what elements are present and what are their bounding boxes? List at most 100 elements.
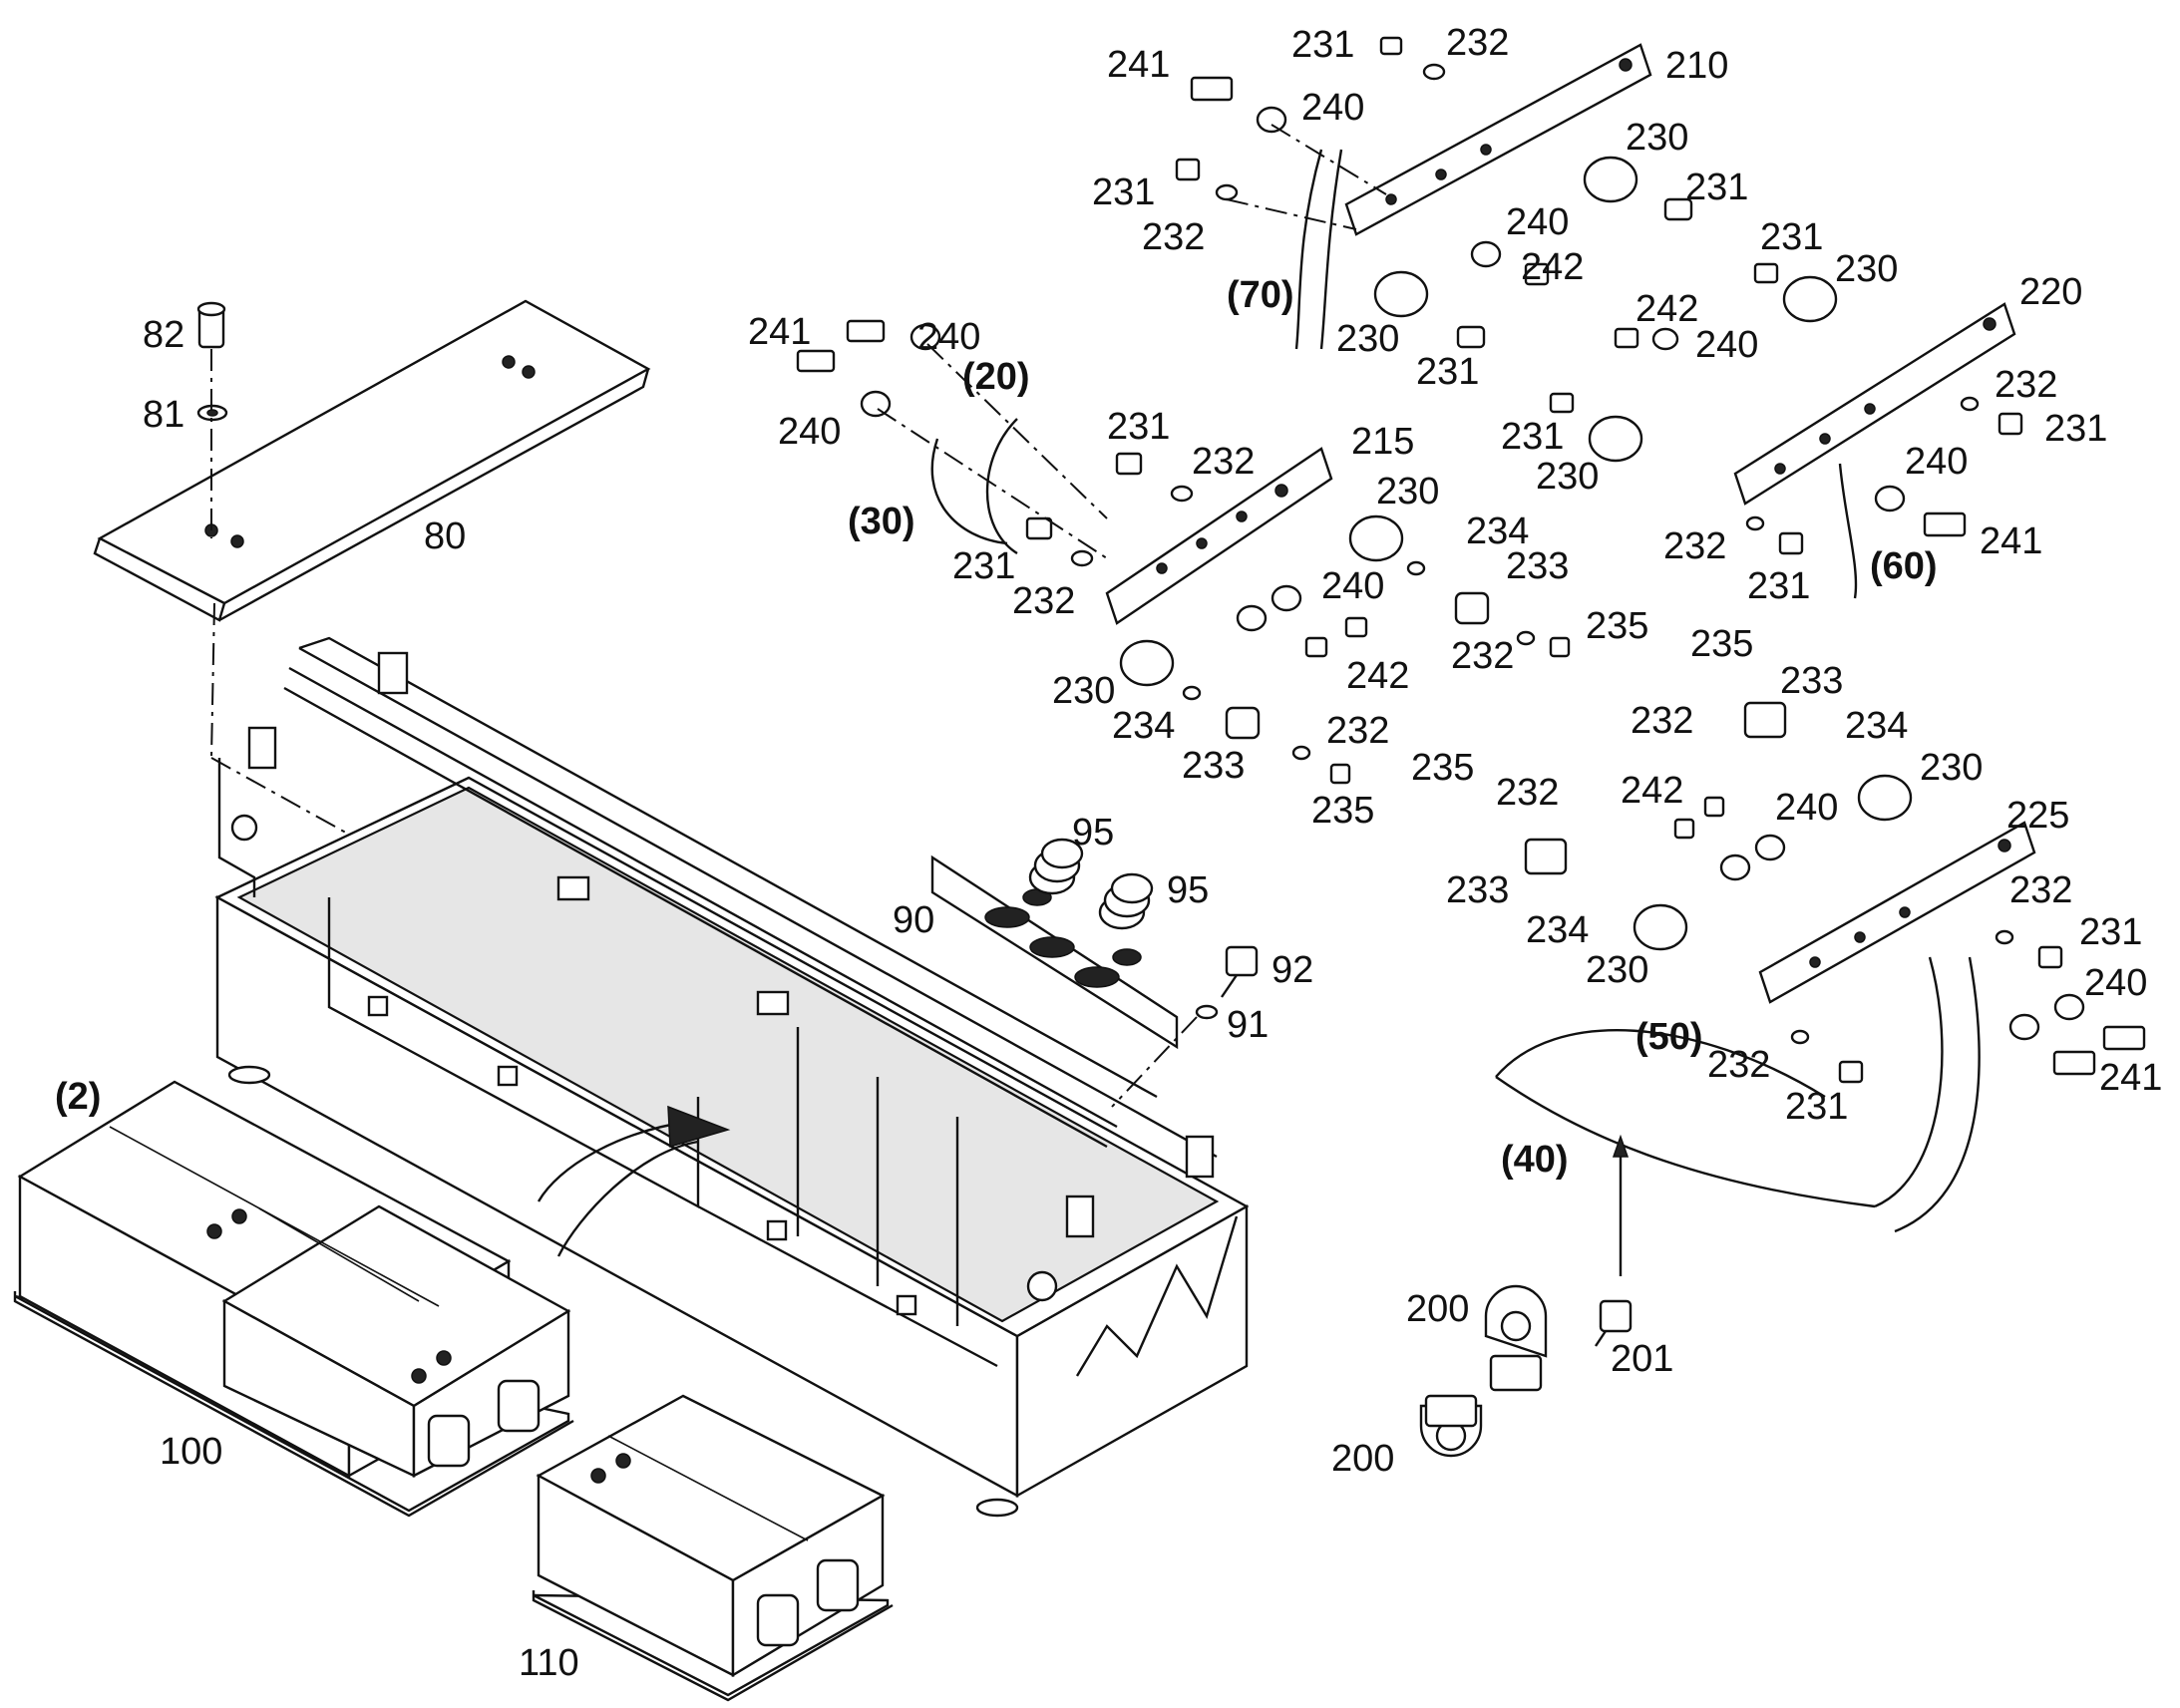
label-233-d: 233 (1446, 869, 1509, 911)
label-235-c: 235 (1690, 623, 1753, 665)
cable-40 (1874, 956, 1944, 1208)
bus-bar-215 (1105, 447, 1333, 625)
label-95-b: 95 (1167, 869, 1209, 911)
label-215: 215 (1351, 421, 1414, 463)
clamp-200-upper (1484, 1284, 1548, 1392)
label-235-d: 235 (1411, 747, 1474, 789)
label-241-e: 241 (2099, 1057, 2162, 1099)
label-232-e: 232 (1446, 22, 1509, 64)
label-232-h: 232 (1663, 525, 1726, 567)
label-232-c: 232 (1451, 635, 1514, 677)
label-241-a: 241 (748, 311, 811, 353)
label-cable-60: (60) (1870, 545, 1938, 587)
label-240-h: 240 (1775, 787, 1838, 829)
battery-set-100 (13, 1080, 574, 1518)
label-231-k: 231 (2079, 911, 2142, 953)
label-232-f: 232 (1142, 216, 1205, 258)
label-240-d: 240 (1301, 87, 1364, 129)
grommet-95-a (1028, 838, 1084, 895)
label-231-f: 231 (1416, 351, 1479, 393)
label-232-i: 232 (1631, 700, 1693, 742)
label-230-h: 230 (1586, 949, 1648, 991)
label-225: 225 (2006, 795, 2069, 837)
plate-90 (930, 854, 1179, 1050)
label-cable-50: (50) (1635, 1016, 1703, 1058)
label-200-a: 200 (1406, 1288, 1469, 1330)
screw-82 (196, 301, 226, 349)
label-231-g: 231 (1760, 216, 1823, 258)
label-240-e: 240 (1506, 201, 1569, 243)
label-230-d: 230 (1336, 318, 1399, 360)
label-230-c: 230 (1626, 117, 1688, 159)
label-201: 201 (1611, 1338, 1673, 1380)
part-labels: 82 81 80 (2) 100 110 90 95 95 92 91 241 … (55, 22, 2162, 1684)
label-234-b: 234 (1112, 705, 1175, 747)
label-241-c: 241 (1107, 44, 1170, 86)
label-100: 100 (160, 1431, 222, 1473)
label-231-b: 231 (952, 545, 1015, 587)
label-220: 220 (2019, 271, 2082, 313)
label-235-a: 235 (1586, 605, 1648, 647)
label-cable-30: (30) (848, 501, 915, 542)
label-232-k: 232 (2009, 869, 2072, 911)
label-233-b: 233 (1182, 745, 1245, 787)
label-230-f: 230 (1536, 456, 1599, 498)
label-242-a: 242 (1346, 655, 1409, 697)
hardware-220 (1549, 262, 2023, 555)
grommet-95-b (1098, 872, 1154, 930)
label-232-j: 232 (1496, 772, 1559, 814)
label-81: 81 (143, 394, 184, 436)
label-232-d: 232 (1326, 710, 1389, 752)
label-240-a: 240 (917, 316, 980, 358)
label-90: 90 (893, 899, 934, 941)
label-234-d: 234 (1526, 909, 1589, 951)
label-82: 82 (143, 314, 184, 356)
insertion-arrow (537, 1105, 731, 1257)
bus-bar-220 (1733, 302, 2016, 506)
bus-bar-210 (1344, 43, 1652, 236)
label-231-h: 231 (2044, 408, 2107, 450)
screw-201 (1595, 1299, 1633, 1347)
label-91: 91 (1227, 1004, 1269, 1046)
label-231-i: 231 (1501, 416, 1564, 458)
label-92: 92 (1272, 949, 1313, 991)
clamp-200-lower (1419, 1394, 1483, 1458)
label-241-d: 241 (1980, 520, 2042, 562)
label-233-a: 233 (1506, 545, 1569, 587)
label-231-e: 231 (1685, 167, 1748, 208)
label-80: 80 (424, 515, 466, 557)
label-232-g: 232 (1995, 364, 2057, 406)
label-231-c: 231 (1291, 24, 1354, 66)
label-240-f: 240 (1695, 324, 1758, 366)
bus-bar-225 (1758, 821, 2036, 1004)
label-240-i: 240 (2084, 962, 2147, 1004)
battery-box-frame (214, 636, 1250, 1518)
label-240-b: 240 (778, 411, 841, 453)
label-242-d: 242 (1621, 770, 1683, 812)
label-200-b: 200 (1331, 1438, 1394, 1480)
label-110: 110 (519, 1642, 579, 1684)
mounts-215 (1119, 514, 1571, 785)
label-95-a: 95 (1072, 812, 1114, 854)
label-235-b: 235 (1311, 790, 1374, 832)
label-231-l: 231 (1785, 1086, 1848, 1128)
label-cable-20: (20) (962, 356, 1030, 398)
label-233-c: 233 (1780, 660, 1843, 702)
label-cable-70: (70) (1227, 274, 1294, 316)
washer-91 (1195, 1004, 1219, 1020)
label-assembly-2: (2) (55, 1076, 101, 1118)
label-230-a: 230 (1376, 471, 1439, 512)
label-234-a: 234 (1466, 511, 1529, 552)
cable-60 (1838, 463, 1858, 599)
cable-70 (1294, 149, 1323, 350)
label-232-b: 232 (1012, 580, 1075, 622)
label-242-b: 242 (1521, 246, 1584, 288)
bolt-92 (1221, 945, 1259, 998)
label-230-e: 230 (1835, 248, 1898, 290)
label-234-c: 234 (1845, 705, 1908, 747)
label-232-l: 232 (1707, 1044, 1770, 1086)
hardware-225 (1524, 701, 2146, 1084)
small-bolts-215 (796, 319, 1194, 567)
